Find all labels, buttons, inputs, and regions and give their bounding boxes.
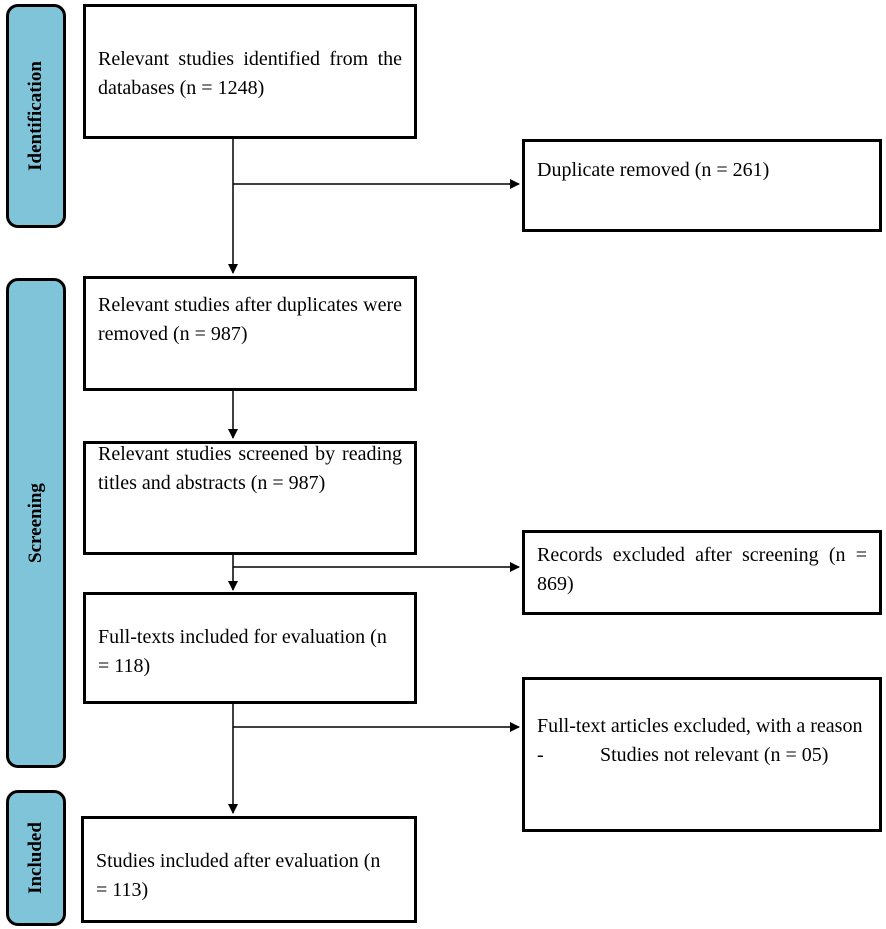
box-identified-text: Relevant studies identified from the dat… bbox=[98, 48, 402, 99]
excluded-reason-item: - Studies not relevant (n = 05) bbox=[537, 741, 867, 770]
box-after-duplicates: Relevant studies after duplicates were r… bbox=[83, 276, 417, 391]
stage-identification-label: Identification bbox=[25, 61, 46, 171]
box-excluded-screening-text: Records excluded after screening (n = 86… bbox=[537, 544, 867, 595]
stage-screening: Screening bbox=[6, 278, 66, 768]
box-identified: Relevant studies identified from the dat… bbox=[83, 4, 417, 139]
box-screened: Relevant studies screened by reading tit… bbox=[83, 441, 417, 555]
excluded-reason-dash: - bbox=[537, 744, 544, 766]
box-fulltext-excluded: Full-text articles excluded, with a reas… bbox=[522, 677, 882, 832]
box-duplicates-removed-text: Duplicate removed (n = 261) bbox=[537, 159, 770, 181]
box-fulltext-excluded-text: Full-text articles excluded, with a reas… bbox=[537, 715, 863, 737]
stage-identification: Identification bbox=[6, 4, 66, 228]
box-fulltext-evaluation: Full-texts included for evaluation (n = … bbox=[83, 592, 417, 704]
box-after-duplicates-text: Relevant studies after duplicates were r… bbox=[98, 294, 402, 345]
stage-included: Included bbox=[6, 790, 66, 926]
box-screened-text: Relevant studies screened by reading tit… bbox=[98, 443, 402, 494]
box-duplicates-removed: Duplicate removed (n = 261) bbox=[522, 139, 882, 232]
box-excluded-screening: Records excluded after screening (n = 86… bbox=[522, 530, 882, 615]
stage-included-label: Included bbox=[25, 822, 46, 894]
box-included-final: Studies included after evaluation (n = 1… bbox=[81, 816, 417, 923]
excluded-reason-text: Studies not relevant (n = 05) bbox=[600, 744, 829, 766]
stage-screening-label: Screening bbox=[25, 483, 46, 563]
box-fulltext-evaluation-text: Full-texts included for evaluation (n = … bbox=[98, 626, 387, 677]
box-included-final-text: Studies included after evaluation (n = 1… bbox=[96, 850, 381, 901]
